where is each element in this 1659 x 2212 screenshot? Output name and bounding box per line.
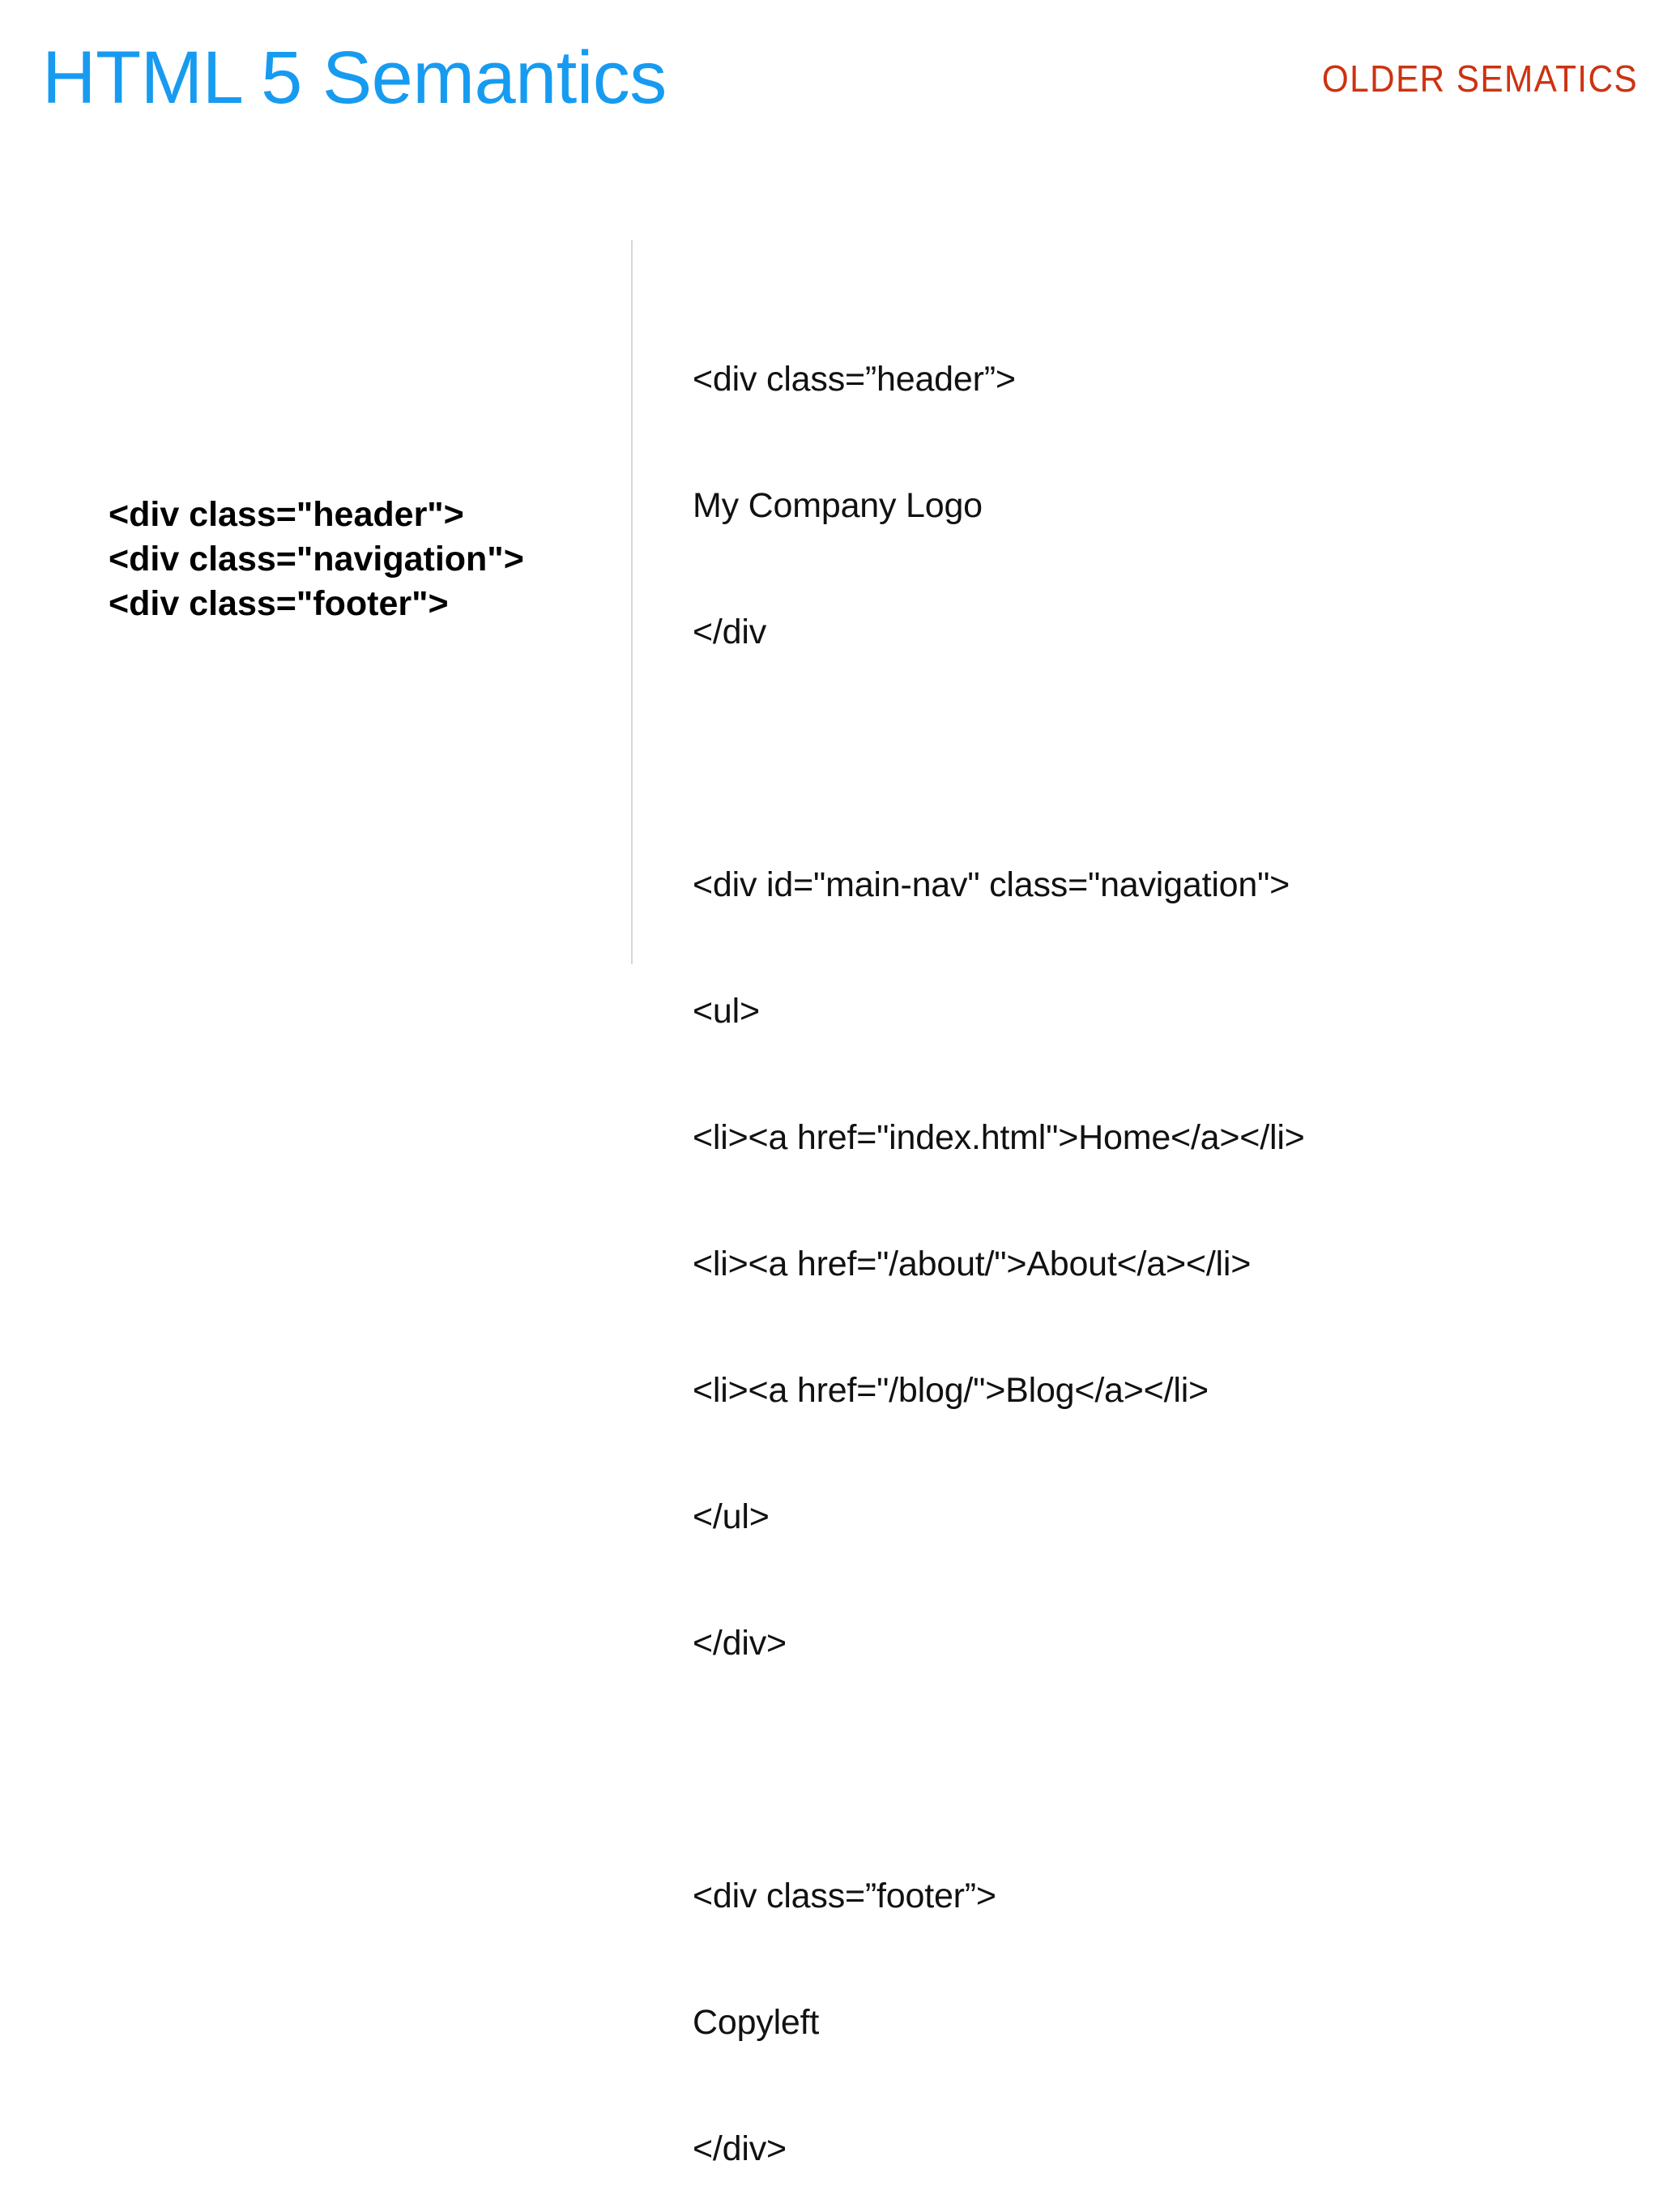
- code-line: <div class=”header”>: [693, 360, 1016, 399]
- left-code-summary: <div class="header"> <div class="navigat…: [109, 493, 524, 626]
- left-code-line: <div class="footer">: [109, 584, 449, 623]
- left-code-line: <div class="navigation">: [109, 540, 524, 579]
- code-line-blank: [693, 737, 1305, 779]
- code-line: <div id="main-nav" class="navigation">: [693, 865, 1290, 904]
- code-line: <li><a href="index.html">Home</a></li>: [693, 1118, 1305, 1157]
- code-line: <ul>: [693, 992, 760, 1031]
- code-line: </div>: [693, 1624, 787, 1663]
- code-line: My Company Logo: [693, 486, 983, 525]
- code-line: </div: [693, 613, 767, 651]
- section-label-older-semantics: OLDER SEMATICS: [1321, 58, 1638, 100]
- right-code-listing: <div class=”header”> My Company Logo </d…: [693, 274, 1305, 2212]
- code-line: Copyleft: [693, 2003, 820, 2042]
- vertical-divider: [631, 240, 633, 964]
- code-line: </div>: [693, 2129, 787, 2168]
- code-line-blank: [693, 1749, 1305, 1791]
- left-code-line: <div class="header">: [109, 495, 464, 534]
- code-line: <li><a href="/about/">About</a></li>: [693, 1245, 1252, 1283]
- code-line: </ul>: [693, 1497, 770, 1536]
- page-title: HTML 5 Semantics: [42, 36, 667, 119]
- code-line: <li><a href="/blog/">Blog</a></li>: [693, 1371, 1209, 1410]
- code-line: <div class=”footer”>: [693, 1877, 996, 1915]
